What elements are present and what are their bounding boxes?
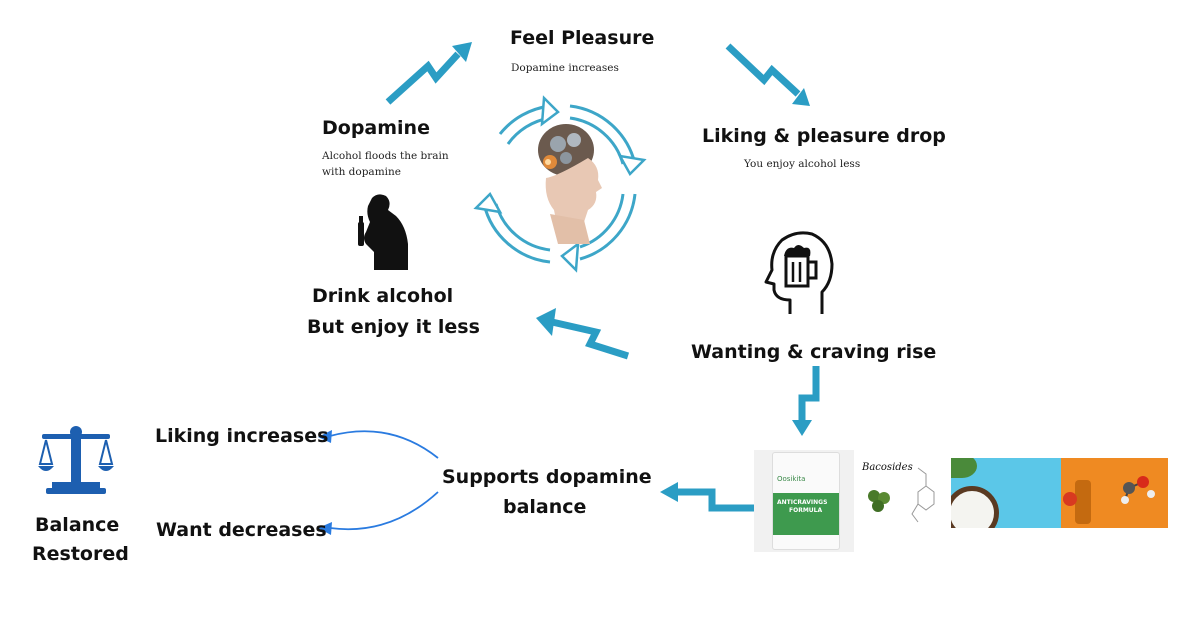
drink-alcohol-line2: But enjoy it less [307,316,480,338]
liking-drop-title: Liking & pleasure drop [702,125,946,147]
drink-alcohol-line1: Drink alcohol [312,285,454,307]
product-brand: Oosikita [777,475,806,483]
feel-pleasure-desc: Dopamine increases [511,62,619,74]
coconut-half [951,486,999,528]
balance-scale-icon [38,426,114,494]
drinking-man-silhouette [358,194,408,270]
wanting-craving-title: Wanting & craving rise [691,341,937,363]
apple-cider-image [1061,458,1168,528]
leaf-icon [868,490,890,512]
balance-restored-line2: Restored [32,543,129,565]
product-label-band [773,493,839,535]
supports-balance-line2: balance [503,496,587,518]
green-leaves [951,458,977,478]
supports-balance-line1: Supports dopamine [442,466,652,488]
product-name-line2: FORMULA [789,507,823,514]
coconut-image [951,458,1061,528]
product-image: Oosikita ANTICRAVINGS FORMULA [754,450,854,552]
molecule-structure-icon [911,467,935,523]
ingredient-bacosides-label: Bacosides [862,462,913,473]
liking-increases-text: Liking increases [155,425,329,447]
brain-head-illustration [538,124,602,244]
ingredient-bacosides-image: Bacosides [858,458,948,528]
molecule-balls-icon [1121,476,1155,504]
dopamine-desc-line1: Alcohol floods the brain [322,150,449,162]
product-name-line1: ANTICRAVINGS [777,499,828,506]
product-pouch: Oosikita ANTICRAVINGS FORMULA [772,452,840,550]
balance-restored-line1: Balance [35,514,120,536]
dopamine-title: Dopamine [322,117,430,139]
want-decreases-text: Want decreases [156,519,327,541]
apple [1063,492,1077,506]
dopamine-desc-line2: with dopamine [322,166,401,178]
cycle-ring [473,95,647,273]
feel-pleasure-title: Feel Pleasure [510,27,655,49]
bottle [1075,480,1091,524]
head-beer-icon [764,231,834,314]
liking-drop-desc: You enjoy alcohol less [744,158,861,170]
